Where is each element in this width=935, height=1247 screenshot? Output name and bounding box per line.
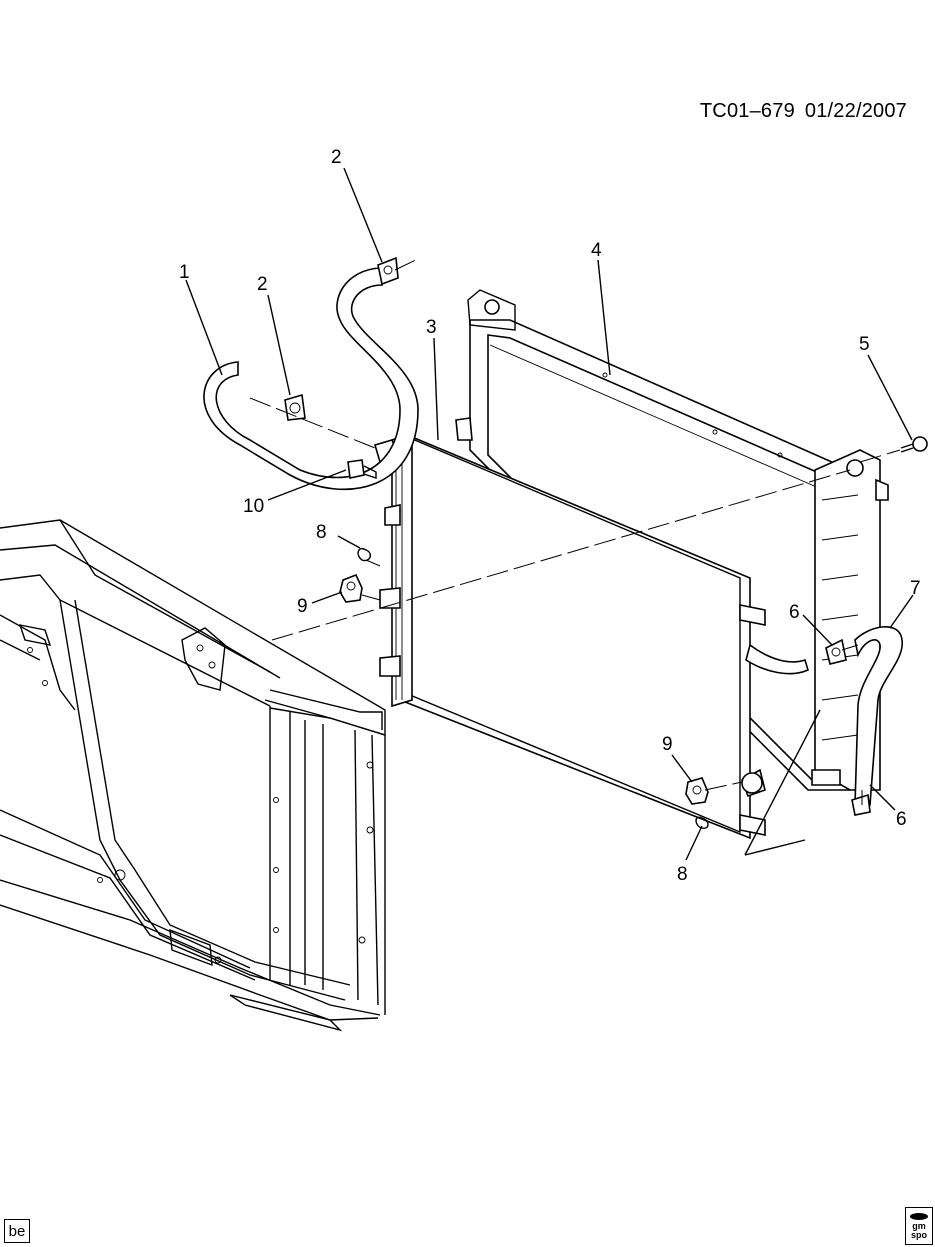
insulator-9-upper	[339, 573, 363, 603]
callout-4: 4	[591, 240, 602, 261]
diagram-header: TC01–679 01/22/2007	[690, 100, 907, 123]
callout-8-lower: 8	[677, 864, 688, 885]
inlet-hose	[203, 267, 419, 491]
callout-9-upper: 9	[297, 596, 308, 617]
radiator-support-frame	[0, 519, 386, 1032]
retainer-8-lower	[695, 816, 709, 829]
clamp-6-lower	[851, 793, 871, 816]
logo-oval	[910, 1212, 928, 1220]
callout-2-middle: 2	[257, 274, 268, 295]
insulator-9-lower	[685, 777, 709, 805]
gm-spo-logo: gm spo	[905, 1207, 933, 1245]
callout-1: 1	[179, 262, 190, 283]
callout-3: 3	[426, 317, 437, 338]
leader-lines	[185, 167, 914, 861]
retainer-8-upper	[357, 548, 372, 562]
callout-6-lower: 6	[896, 809, 907, 830]
logo-text: gm spo	[910, 1220, 927, 1240]
alignment-lines	[249, 257, 901, 856]
callout-labels: 1 2 2 3 4 5 6 6 7 8 8 9 9 10	[179, 147, 921, 885]
callout-2-upper: 2	[331, 147, 342, 168]
callout-8-upper: 8	[316, 522, 327, 543]
bolt-10	[347, 459, 377, 479]
callout-6-upper: 6	[789, 602, 800, 623]
callout-7: 7	[910, 578, 921, 599]
drain-plug-5	[900, 436, 928, 453]
clamp-6-upper	[825, 638, 847, 665]
diagram-date: 01/22/2007	[804, 100, 907, 122]
callout-5: 5	[859, 334, 870, 355]
diagram-code: TC01–679	[699, 100, 795, 122]
callout-9-lower: 9	[662, 734, 673, 755]
illustrator-badge: be	[4, 1219, 30, 1243]
callout-10: 10	[243, 496, 264, 517]
hose-clamp-upper	[377, 256, 399, 286]
